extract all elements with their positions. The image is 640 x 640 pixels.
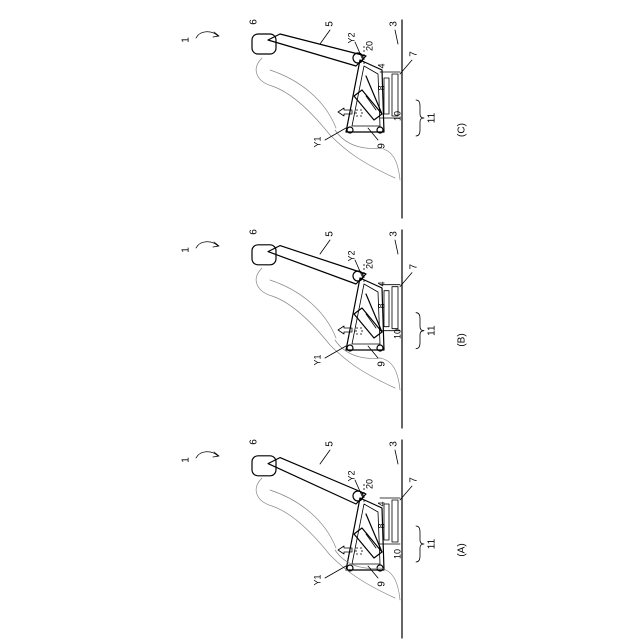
occupant-back: [256, 58, 395, 178]
label-base-9: 9: [377, 143, 388, 149]
cushion-frame-4: [346, 278, 384, 350]
leader-5: [320, 240, 330, 254]
label-base-9: 9: [377, 361, 388, 367]
label-cushion-4: 4: [376, 63, 386, 68]
label-headrest-6: 6: [249, 439, 260, 445]
occupant-leg: [335, 550, 400, 600]
headrest-6: [252, 34, 276, 54]
panel-b: 1 6 5Y2 20 3 4 7 8 10Y1 9 11 (B): [181, 229, 468, 428]
actuator-rod: [366, 96, 376, 110]
label-assembly-1: 1: [181, 37, 192, 43]
leader-y1: [325, 128, 346, 140]
leader-y1: [325, 346, 346, 358]
label-rail-7: 7: [409, 51, 420, 57]
panel-c: 1 6 5Y2 20 3 4 7 8 10Y1 9 11 (C): [181, 19, 468, 218]
pivot-20: [353, 271, 363, 281]
occupant-back: [256, 268, 395, 388]
label-actuator-10: 10: [392, 549, 402, 559]
panel-caption: (B): [457, 333, 468, 346]
label-backrest-5: 5: [325, 231, 336, 237]
brace-11: [416, 526, 424, 562]
label-cushion-4: 4: [376, 281, 386, 286]
rail-inner: [384, 78, 389, 114]
label-base-9: 9: [377, 581, 388, 587]
occupant-arm: [270, 490, 336, 548]
rail-7: [392, 287, 398, 329]
label-actuator-10: 10: [392, 329, 402, 339]
leader-3: [395, 450, 398, 464]
label-headrest-6: 6: [249, 229, 260, 235]
label-axis-y2: Y2: [346, 32, 356, 43]
label-axis-y2: Y2: [346, 470, 356, 481]
link-8: [366, 514, 382, 552]
label-axis-y1: Y1: [312, 354, 322, 365]
label-rail-7: 7: [409, 477, 420, 483]
dashed-box: [356, 328, 362, 334]
headrest-6: [252, 245, 276, 265]
label-cushion-4: 4: [376, 501, 386, 506]
occupant-arm: [270, 280, 336, 338]
label-pivot-20: 20: [364, 41, 374, 51]
label-backrest-5: 5: [325, 21, 336, 27]
dashed-box: [356, 110, 362, 116]
rail-inner: [384, 504, 389, 540]
label-axis-y1: Y1: [312, 136, 322, 147]
rail-7: [392, 74, 398, 116]
leader-y1: [325, 566, 346, 578]
label-pivot-20: 20: [364, 259, 374, 269]
label-headrest-6: 6: [249, 19, 260, 25]
leader-3: [395, 240, 398, 254]
label-mechanism-11: 11: [427, 538, 438, 549]
label-axis-y1: Y1: [312, 574, 322, 585]
panel-a: 1 6 5Y2 20 3 4 7 8 10Y1 9 11 (A): [181, 439, 468, 638]
leader-5: [320, 30, 330, 44]
label-backrest-5: 5: [325, 441, 336, 447]
label-axis-y2: Y2: [346, 250, 356, 261]
panel-caption: (A): [457, 543, 468, 556]
actuator-rod: [366, 314, 376, 328]
cushion-frame-4: [346, 60, 384, 132]
label-mechanism-11: 11: [427, 112, 438, 123]
link-8: [366, 294, 382, 332]
cushion-frame-4: [346, 498, 384, 570]
label-pivot-20: 20: [364, 479, 374, 489]
label-link-8: 8: [376, 523, 386, 528]
label-link-8: 8: [376, 303, 386, 308]
label-floor-3: 3: [389, 231, 400, 237]
label-floor-3: 3: [389, 441, 400, 447]
label-assembly-1: 1: [181, 247, 192, 253]
dashed-box: [356, 548, 362, 554]
leader-5: [320, 450, 330, 464]
brace-11: [416, 100, 424, 136]
occupant-leg: [335, 340, 400, 390]
panel-caption: (C): [457, 123, 468, 137]
occupant-back: [256, 478, 395, 598]
label-link-8: 8: [376, 85, 386, 90]
label-floor-3: 3: [389, 21, 400, 27]
occupant-leg: [335, 130, 400, 180]
brace-11: [416, 313, 424, 349]
rail-7: [392, 500, 398, 542]
link-8: [366, 76, 382, 114]
pivot-20: [353, 491, 363, 501]
label-rail-7: 7: [409, 263, 420, 269]
actuator-rod: [366, 534, 376, 548]
label-actuator-10: 10: [392, 111, 402, 121]
leader-3: [395, 30, 398, 44]
label-mechanism-11: 11: [427, 325, 438, 336]
label-assembly-1: 1: [181, 457, 192, 463]
occupant-arm: [270, 70, 336, 128]
